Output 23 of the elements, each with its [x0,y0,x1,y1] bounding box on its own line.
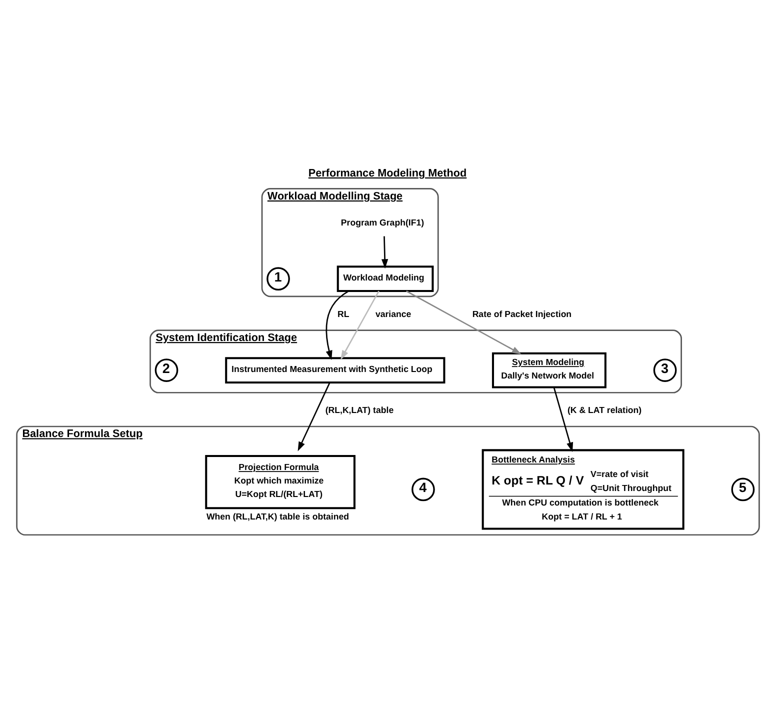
node-circle: 4 [412,478,435,502]
node-circle: 5 [731,478,755,502]
node-box: Instrumented Measurement with Synthetic Loop [225,357,446,384]
edge-label: Rate of Packet Injection [472,309,572,320]
node-box: Workload Modeling [336,266,434,292]
arrow [406,290,522,354]
edge-label: RL [338,309,350,320]
edge-label: (K & LAT relation) [568,405,642,416]
node-box: System Modeling Dally's Network Model [492,352,606,388]
node-text: Program Graph(IF1) [340,218,424,228]
arrow [326,290,349,360]
edge-label: variance [375,309,412,320]
arrow [381,236,388,269]
diagram-title: Performance Modeling Method [308,167,467,180]
arrow [340,290,380,360]
node-label: When (RL,LAT,K) table is obtained [206,512,350,522]
edge-label: (RL,K,LAT) table [325,405,394,416]
node-box: Projection Formula Kopt which maximize U=Kopt RL/(RL+LAT) [205,454,356,510]
node-circle: 3 [653,358,677,382]
node-circle: 2 [154,358,178,382]
node-circle: 1 [266,267,290,291]
arrow [553,387,574,452]
arrow [298,382,330,452]
